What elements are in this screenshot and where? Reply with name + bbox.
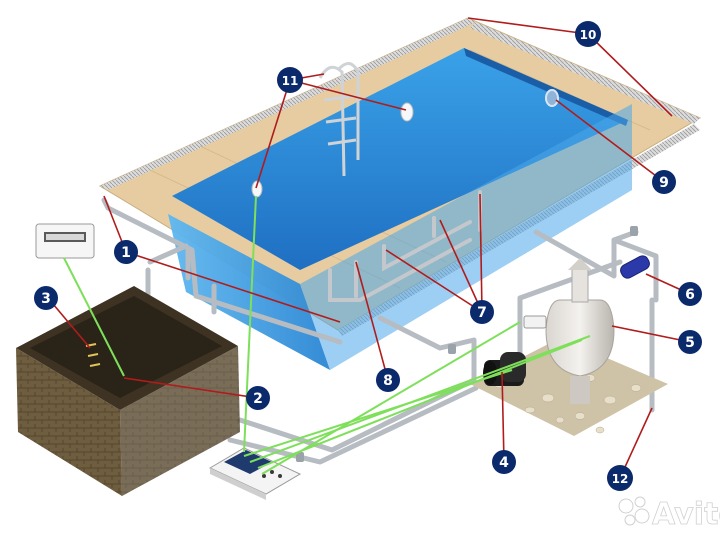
marker-5[interactable]: 5 (678, 330, 702, 354)
marker-10-label: 10 (580, 28, 597, 42)
marker-2[interactable]: 2 (246, 386, 270, 410)
valve-icon (630, 226, 638, 236)
marker-9[interactable]: 9 (652, 170, 676, 194)
overflow-grate-right (470, 22, 700, 124)
valves (296, 226, 638, 462)
marker-7-label: 7 (477, 305, 487, 321)
valve-icon (448, 344, 456, 354)
overflow-grate-top (100, 18, 476, 190)
pool-light-icon (400, 102, 414, 122)
marker-11[interactable]: 11 (277, 67, 303, 93)
marker-8-label: 8 (383, 373, 393, 389)
marker-11-label: 11 (282, 74, 299, 88)
marker-7[interactable]: 7 (470, 300, 494, 324)
green-leaders (63, 195, 591, 475)
marker-1-label: 1 (121, 245, 131, 261)
marker-1[interactable]: 1 (114, 240, 138, 264)
marker-6-label: 6 (685, 287, 695, 303)
watermark-text: Avito (652, 497, 720, 532)
marker-8[interactable]: 8 (376, 368, 400, 392)
marker-5-label: 5 (685, 335, 695, 351)
marker-12-label: 12 (612, 472, 629, 486)
marker-4[interactable]: 4 (492, 450, 516, 474)
valve-icon (296, 452, 304, 462)
marker-9-label: 9 (659, 175, 669, 191)
pool-inner-wall (464, 48, 628, 126)
filter-control-box (523, 315, 547, 329)
inlet-nozzle-icon (545, 89, 559, 107)
pool-water (172, 48, 628, 270)
pool-light-icon (251, 180, 263, 198)
pool-shell-front (300, 104, 632, 370)
marker-10[interactable]: 10 (575, 21, 601, 47)
marker-3[interactable]: 3 (34, 286, 58, 310)
marker-4-label: 4 (499, 455, 509, 471)
wall-lights (251, 89, 559, 198)
circulation-pump (483, 352, 526, 386)
marker-2-label: 2 (253, 391, 263, 407)
balance-tank (16, 286, 240, 496)
watermark: Avito (618, 496, 720, 532)
avito-logo-icon (618, 496, 650, 526)
heat-exchanger (620, 255, 650, 279)
marker-12[interactable]: 12 (607, 465, 633, 491)
marker-3-label: 3 (41, 291, 51, 307)
sand-filter (545, 258, 615, 404)
wall-control-panel (35, 223, 95, 259)
marker-6[interactable]: 6 (678, 282, 702, 306)
